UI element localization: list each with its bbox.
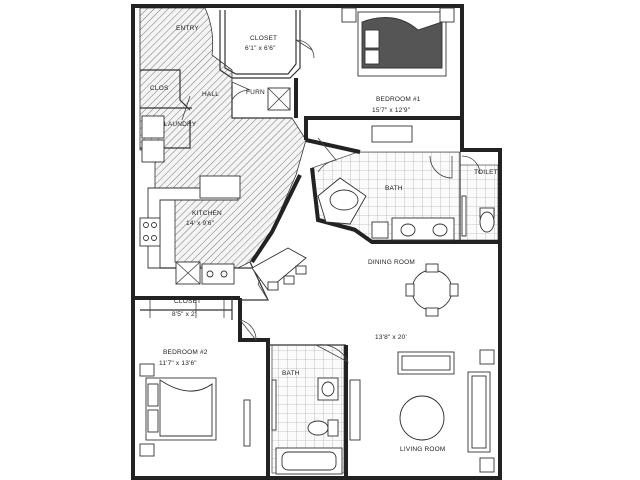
label-living-size: 13'8" x 20' [375, 334, 407, 341]
living-room-furniture [349, 349, 495, 473]
label-toilet: TOILET [474, 169, 498, 176]
bedroom1-dresser [371, 125, 413, 143]
label-closet-mid: CLOSET [174, 298, 201, 305]
bath1-fixtures [317, 177, 495, 241]
label-closet-top: CLOSET [250, 35, 277, 42]
label-bath2: BATH [282, 370, 300, 377]
bedroom2-bed [139, 363, 251, 457]
label-closet-mid-size: 8'5" x 2' [172, 311, 196, 318]
label-bedroom1: BEDROOM #1 [376, 96, 421, 103]
bedroom1-bed [341, 7, 455, 77]
label-kitchen-size: 14' x 9'6" [186, 220, 215, 227]
label-bath1: BATH [385, 185, 403, 192]
label-clos: CLOS [150, 85, 169, 92]
label-bedroom2: BEDROOM #2 [163, 349, 208, 356]
interior-walls [133, 10, 500, 476]
label-furn: FURN [246, 89, 265, 96]
dining-table [405, 263, 459, 317]
label-living: LIVING ROOM [400, 446, 446, 453]
bath2-fixtures [271, 377, 343, 475]
label-hall: HALL [202, 91, 219, 98]
label-laundry: LAUNDRY [164, 121, 197, 128]
label-dining: DINING ROOM [368, 259, 415, 266]
label-closet-top-size: 6'1" x 6'6" [245, 45, 276, 52]
exterior-walls [131, 4, 502, 480]
label-kitchen: KITCHEN [192, 210, 222, 217]
label-bedroom2-size: 11'7" x 13'6" [159, 360, 197, 367]
kitchen-fixtures [139, 115, 307, 291]
entry-hall-kitchen-floor [139, 7, 307, 269]
label-entry: ENTRY [176, 25, 199, 32]
label-bedroom1-size: 15'7" x 12'9" [372, 107, 411, 114]
